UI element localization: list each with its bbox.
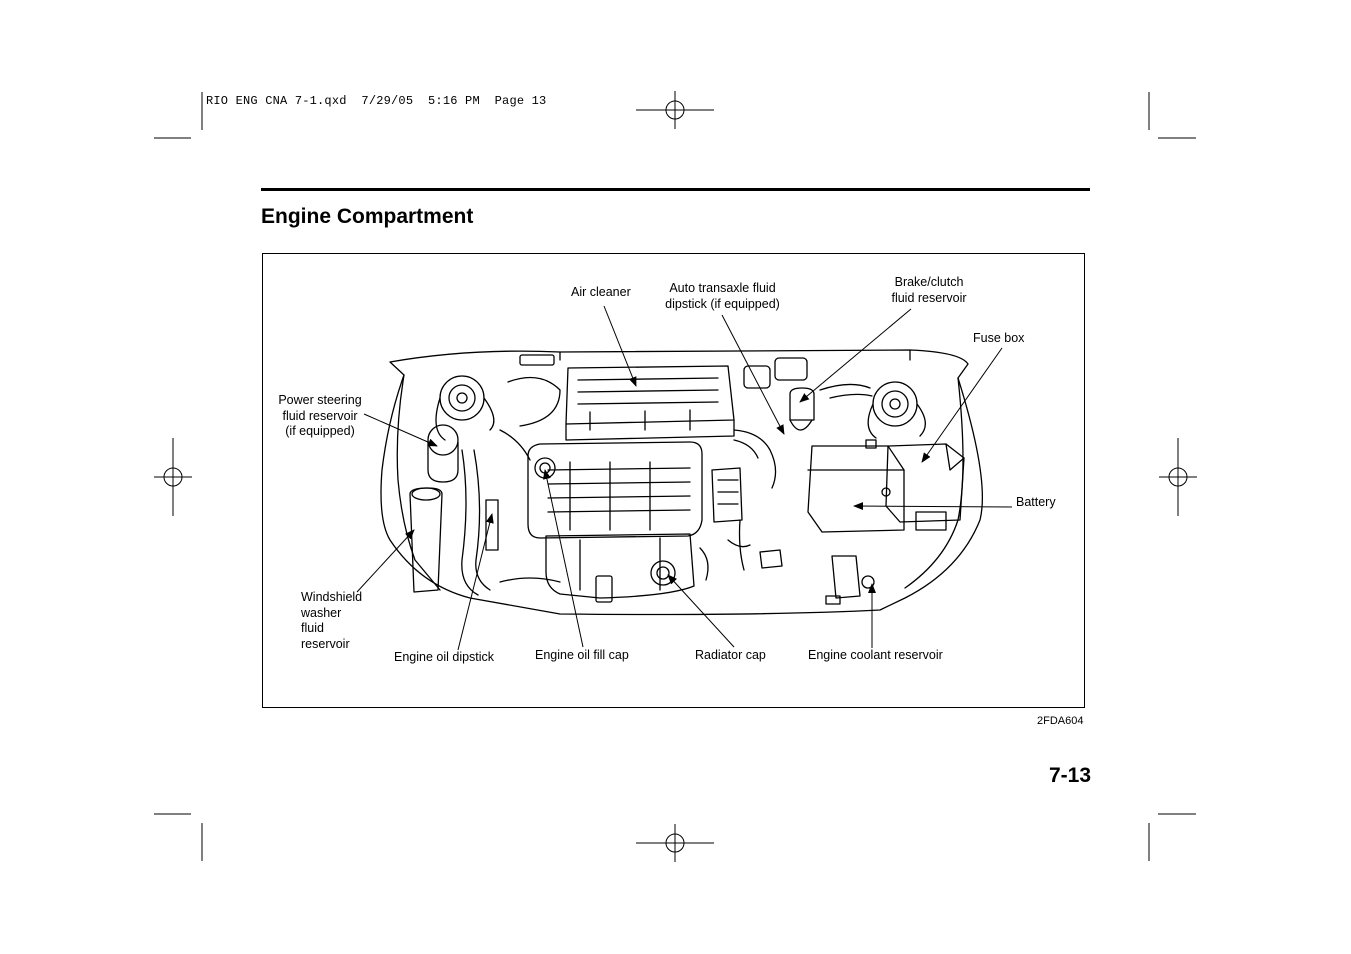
registration-mark-left (154, 438, 192, 516)
page-number: 7-13 (1049, 764, 1092, 787)
leader-oil-dipstick (457, 513, 494, 651)
leader-battery (853, 502, 1013, 511)
leader-brake-reservoir (799, 308, 912, 403)
label-brake-line-1: Brake/clutch (894, 275, 964, 289)
label-brake-line-2: fluid reservoir (891, 290, 967, 305)
label-power-steering-line-2: fluid reservoir (282, 408, 358, 423)
label-power-steering-line-1: Power steering (278, 393, 362, 407)
label-coolant-reservoir: Engine coolant reservoir (808, 648, 943, 662)
label-brake-reservoir: Brake/clutch fluid reservoir (884, 275, 974, 306)
label-auto-transaxle-line-2: dipstick (if equipped) (665, 296, 780, 311)
leader-fuse-box (921, 347, 1003, 463)
leader-radiator-cap (667, 574, 735, 648)
label-oil-dipstick: Engine oil dipstick (394, 650, 495, 664)
leader-oil-fill-cap (542, 469, 584, 648)
label-power-steering: Power steering fluid reservoir (if equip… (274, 393, 366, 440)
registration-mark-right (1159, 438, 1197, 516)
label-fuse-box: Fuse box (973, 331, 1025, 345)
label-battery: Battery (1016, 495, 1056, 509)
label-power-steering-line-3: (if equipped) (285, 424, 355, 438)
figure-frame (262, 253, 1085, 708)
label-washer-line-1: Windshield (301, 590, 363, 604)
label-oil-fill-cap: Engine oil fill cap (535, 648, 629, 662)
label-auto-transaxle: Auto transaxle fluid dipstick (if equipp… (660, 281, 785, 312)
label-washer-line-3: fluid (301, 621, 324, 635)
leader-washer (356, 529, 415, 593)
label-washer-reservoir: Windshield washer fluid reservoir (301, 590, 362, 652)
label-radiator-cap: Radiator cap (695, 648, 766, 662)
file-slug: RIO ENG CNA 7-1.qxd 7/29/05 5:16 PM Page… (206, 94, 547, 108)
label-air-cleaner: Air cleaner (571, 285, 631, 299)
leader-power-steering (363, 413, 438, 447)
label-washer-line-2: washer (301, 605, 342, 620)
leader-auto-transaxle (721, 314, 785, 435)
label-washer-line-4: reservoir (301, 636, 350, 651)
registration-mark-top (636, 91, 714, 129)
page-title: Engine Compartment (261, 205, 474, 228)
leader-air-cleaner (603, 305, 637, 387)
figure-code: 2FDA604 (1037, 715, 1084, 727)
label-auto-transaxle-line-1: Auto transaxle fluid (669, 281, 776, 295)
registration-mark-bottom (636, 824, 714, 862)
header-rule (261, 188, 1090, 191)
